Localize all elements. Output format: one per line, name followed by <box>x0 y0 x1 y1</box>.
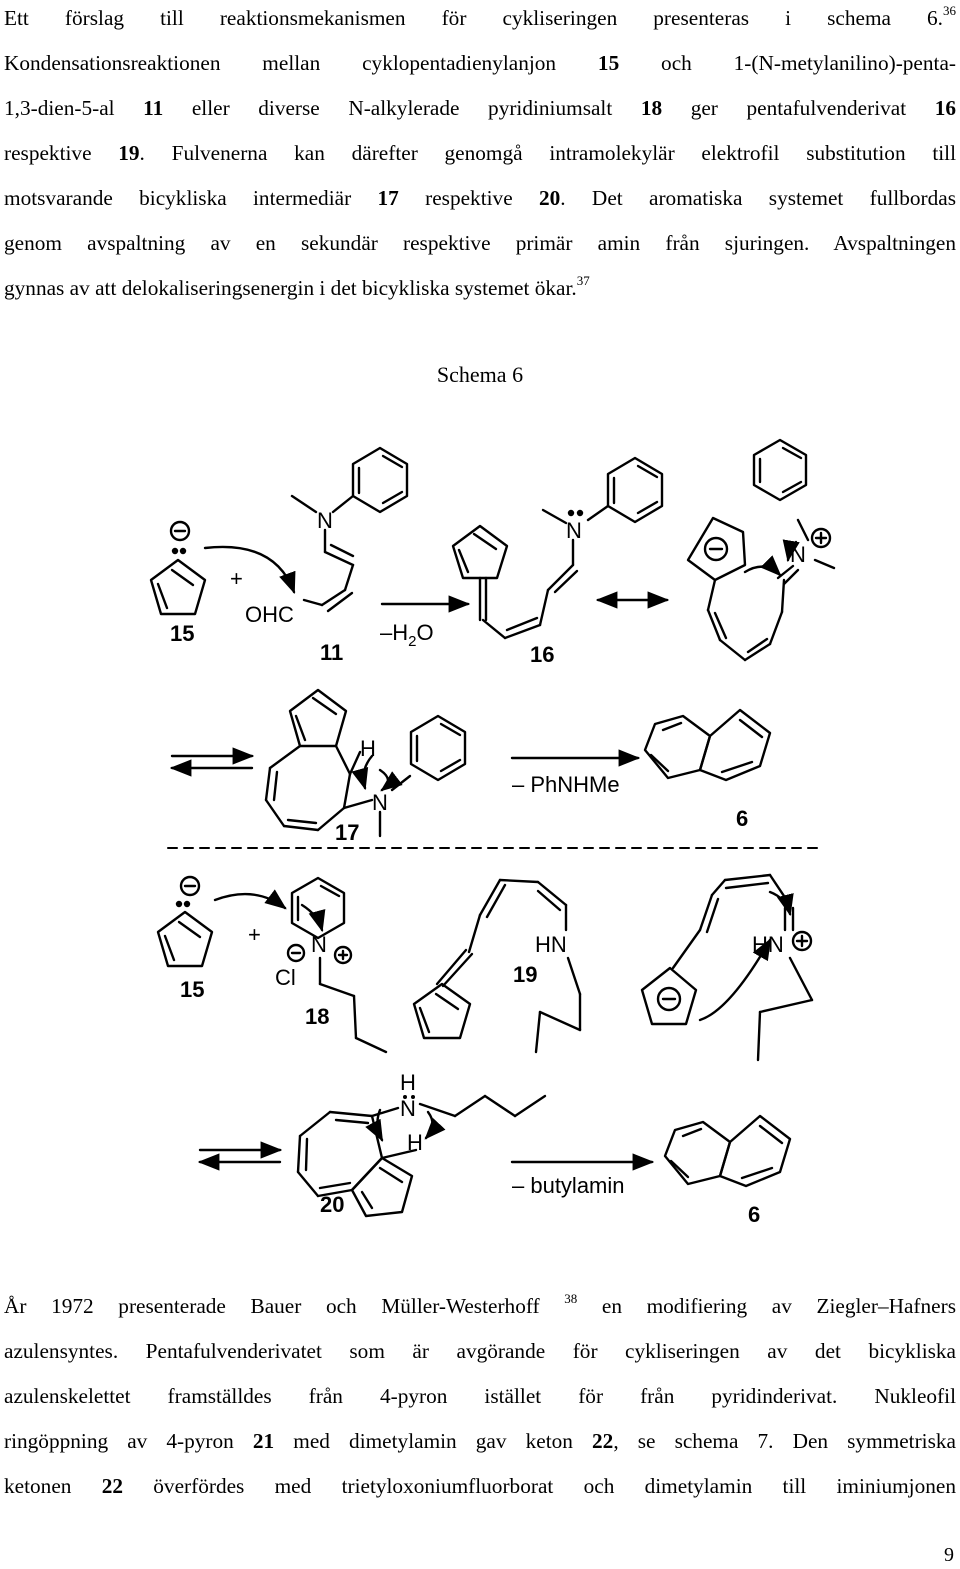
atom-label: N <box>790 542 806 567</box>
bicyclic-intermediate-17 <box>264 688 467 838</box>
plus-sign: + <box>230 566 243 591</box>
text-line: Kondensationsreaktionen mellan cyklopent… <box>4 51 956 75</box>
text-line: ringöppning av 4-pyron 21 med dimetylami… <box>4 1429 956 1453</box>
compound-label: 16 <box>530 642 554 667</box>
bicyclic-intermediate-20 <box>296 1094 547 1218</box>
text-line: azulensyntes. Pentafulvenderivatet som ä… <box>4 1339 956 1363</box>
schema-title: Schema 6 <box>436 362 524 387</box>
atom-label: N <box>372 790 388 815</box>
atom-label: OHC <box>245 602 294 627</box>
azulene-6b <box>663 1114 792 1188</box>
atom-label: Cl <box>275 965 296 990</box>
atom-label: H <box>400 1070 416 1095</box>
atom-label: N <box>311 932 327 957</box>
page-number: 9 <box>944 1544 954 1566</box>
compound-label: 15 <box>180 977 204 1002</box>
anilino-pentadienal-11 <box>290 446 409 613</box>
text-line: azulenskelettet framställdes från 4-pyro… <box>4 1384 956 1408</box>
text-line: Ett förslag till reaktionsmekanismen för… <box>4 3 956 30</box>
reagent-label: – PhNHMe <box>512 772 620 797</box>
compound-label: 20 <box>320 1192 344 1217</box>
body-paragraph: År 1972 presenterade Bauer och Müller-We… <box>4 1284 956 1509</box>
intro-paragraph: Ett förslag till reaktionsmekanismen för… <box>4 0 956 311</box>
plus-sign: + <box>248 922 261 947</box>
reagent-label: –H2O <box>380 620 434 650</box>
fulvene-19 <box>412 878 582 1054</box>
text-line: gynnas av att delokaliseringsenergin i d… <box>4 273 590 300</box>
text-line: respektive 19. Fulvenerna kan därefter g… <box>4 141 956 165</box>
atom-label: HN <box>535 932 567 957</box>
compound-label: 6 <box>736 806 748 831</box>
atom-label: HN <box>752 932 784 957</box>
compound-label: 18 <box>305 1004 329 1029</box>
atom-label: N <box>317 508 333 533</box>
text-line: motsvarande bicykliska intermediär 17 re… <box>4 186 956 210</box>
citation-ref: 36 <box>943 3 956 18</box>
compound-label: 17 <box>335 820 359 845</box>
text-line: År 1972 presenterade Bauer och Müller-We… <box>4 1291 957 1318</box>
cyclopentadienide-15b <box>156 875 214 968</box>
pyridinium-18 <box>286 876 388 1054</box>
atom-label: H <box>360 736 376 761</box>
compound-label: 11 <box>320 640 343 665</box>
azulene-6a <box>643 708 772 782</box>
atom-label: N <box>566 518 582 543</box>
compound-label: 6 <box>748 1202 760 1227</box>
text-line: genom avspaltning av en sekundär respekt… <box>4 231 956 255</box>
compound-label: 19 <box>513 962 537 987</box>
atom-label: H <box>407 1130 423 1155</box>
citation-ref: 37 <box>576 273 590 288</box>
zwitterion-intermediate-b <box>640 873 814 1062</box>
citation-ref: 38 <box>564 1291 578 1306</box>
text-line: ketonen 22 överfördes med trietyloxonium… <box>4 1474 956 1498</box>
atom-label: N <box>400 1096 416 1121</box>
cyclopentadienide-15 <box>149 520 207 616</box>
text-line: 1,3-dien-5-al 11 eller diverse N-alkyler… <box>4 96 956 120</box>
zwitterion-intermediate <box>686 438 836 662</box>
reagent-label: – butylamin <box>512 1173 625 1198</box>
compound-label: 15 <box>170 621 194 646</box>
fulvene-16 <box>451 456 664 640</box>
